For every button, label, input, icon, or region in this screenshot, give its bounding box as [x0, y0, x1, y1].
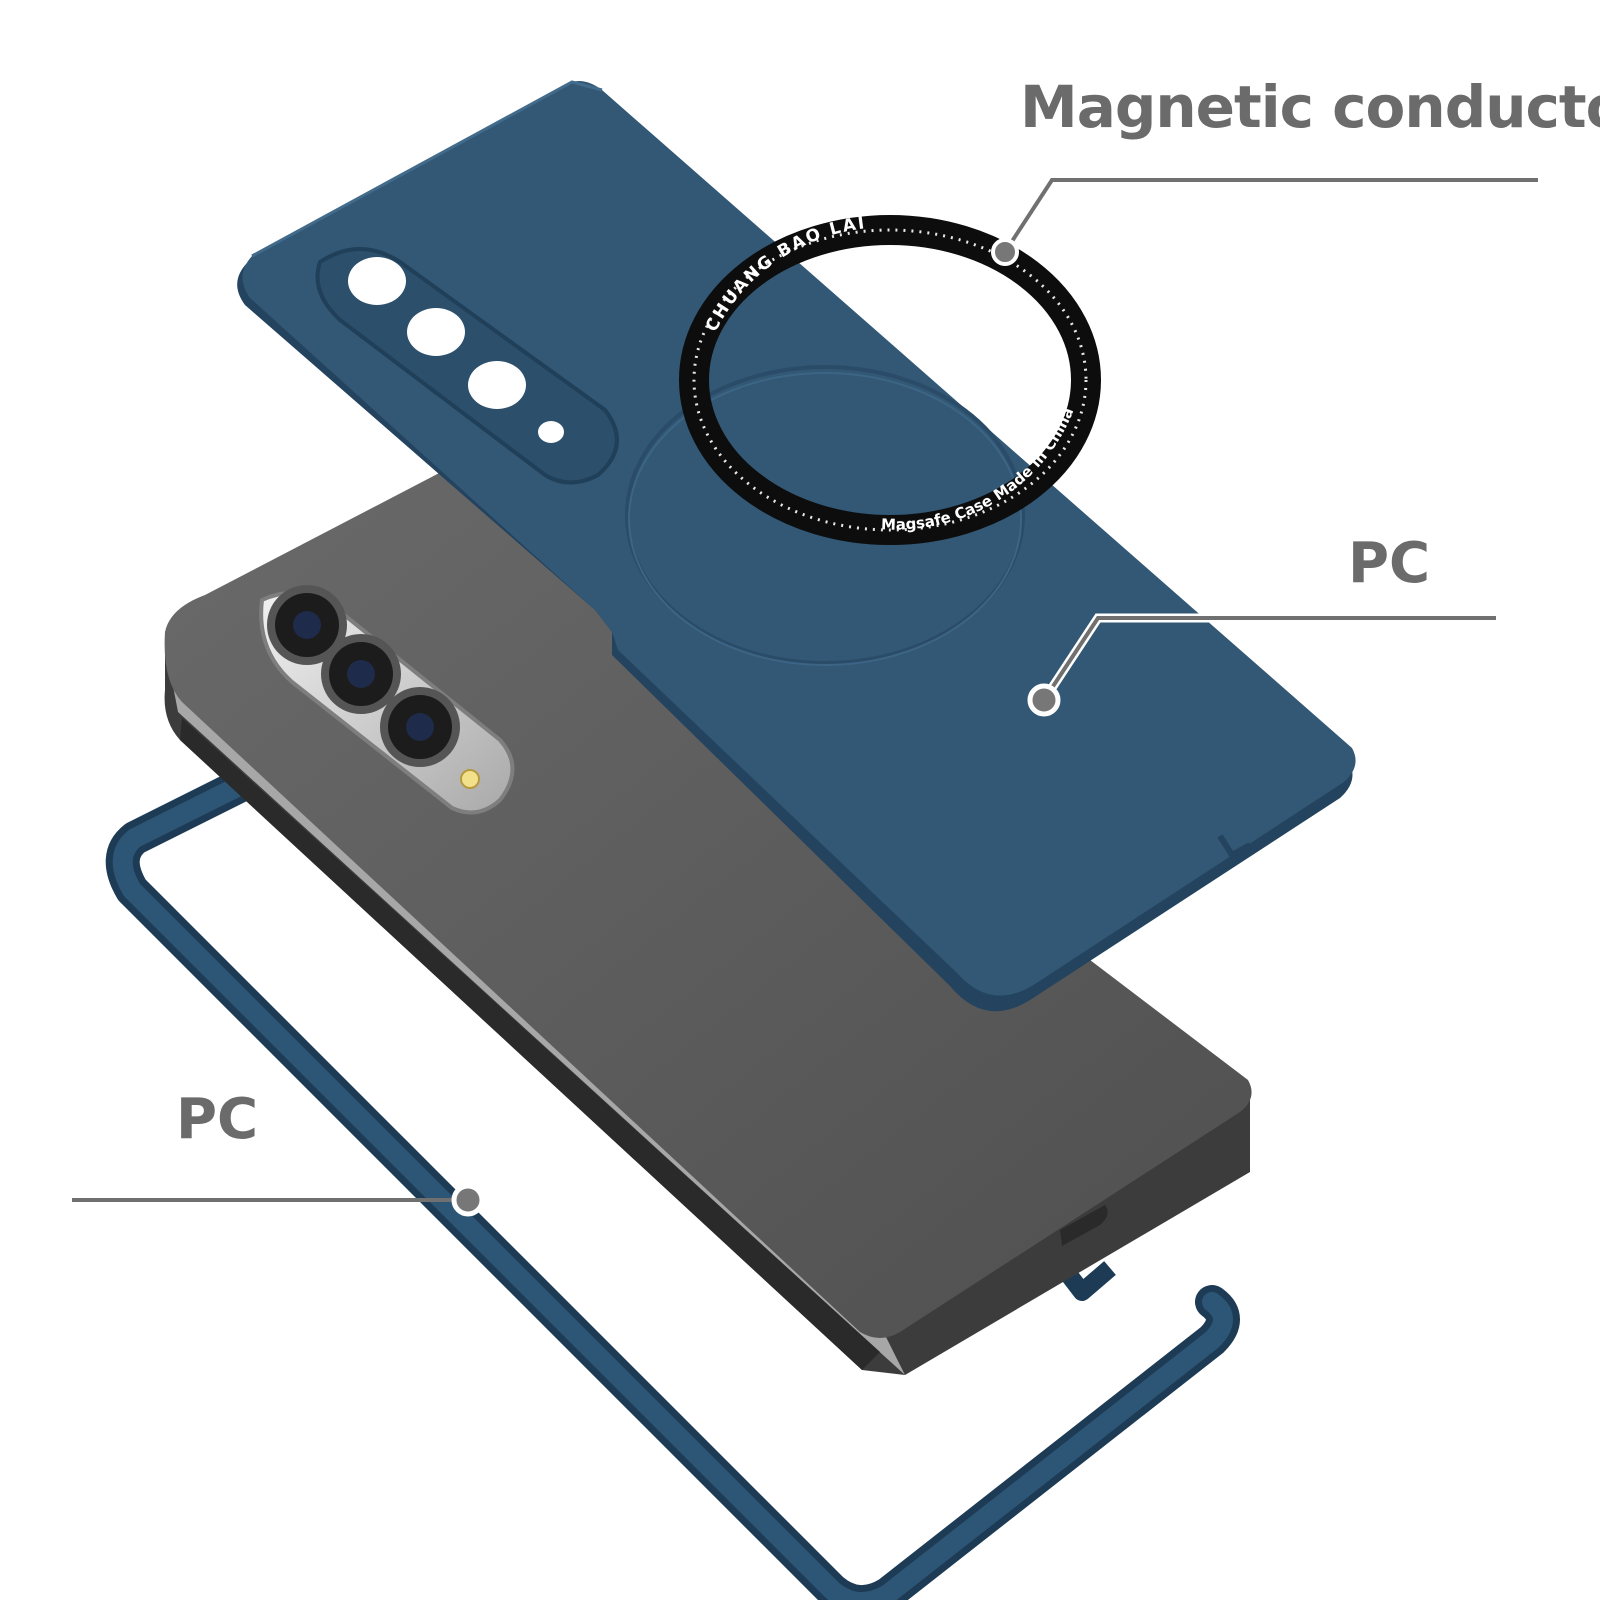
phone-camera-module [259, 585, 515, 815]
phone-flash [460, 769, 480, 789]
magnetic-conductor-label: Magnetic conductor [1020, 73, 1600, 141]
pc-back-case [237, 80, 1356, 1012]
phone-lens-3 [380, 687, 460, 767]
callout-pc-back [1027, 613, 1496, 717]
case-camera-cutout [315, 247, 619, 485]
foldable-phone [164, 470, 1252, 1375]
pc-frame-label: PC [176, 1087, 259, 1152]
phone-lens-1 [267, 585, 347, 665]
callout-magnetic-conductor [991, 178, 1538, 266]
magsafe-recess [625, 365, 1025, 665]
callout-pc-frame [72, 1183, 485, 1217]
phone-lens-2 [321, 634, 401, 714]
pc-back-case-label: PC [1348, 531, 1431, 596]
